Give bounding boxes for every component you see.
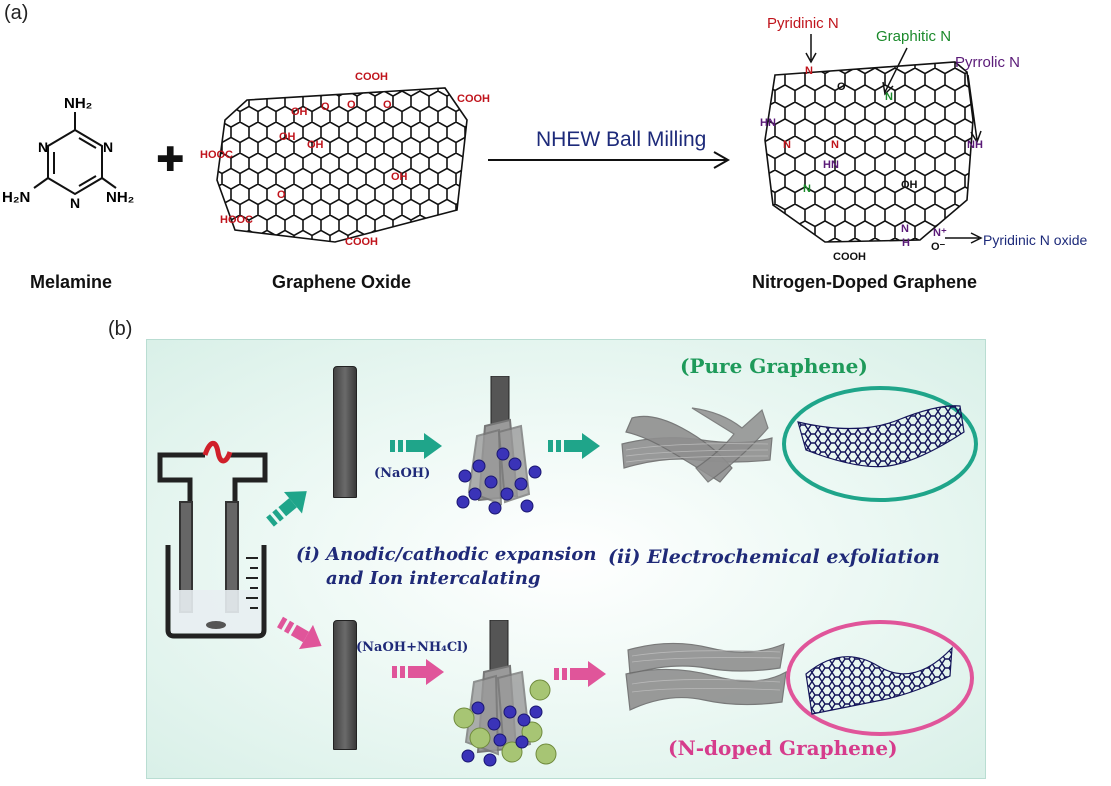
go-oh: OH [291,106,308,118]
go-cooh-right: COOH [457,93,490,105]
ndg-nh: NH [967,139,983,151]
expanded-rod-naoh [456,376,542,515]
ndg-hn: HN [823,159,839,171]
ndg-oh: OH [901,179,918,191]
ndg-n-red: N [831,139,839,151]
go-hooc-left: HOOC [200,149,233,161]
naoh-nh4cl-label: (NaOH+NH₄Cl) [356,640,469,655]
ndg-n-green: N [885,91,893,103]
go-cooh-top: COOH [355,71,388,83]
graphene-oxide-structure: COOH COOH HOOC HOOC COOH OH OH OH OH O O… [200,71,490,248]
go-hooc-bottom: HOOC [220,214,253,226]
pyridinic-n-oxide-label: Pyridinic N oxide [983,232,1087,248]
ndg-cooh: COOH [833,251,866,263]
graphene-sheets-ndoped [625,642,787,711]
go-o: O [321,101,330,113]
melamine-n: N [103,139,113,155]
pyrrolic-n-label: Pyrrolic N [955,54,1020,71]
ndg-n-red: N [805,65,813,77]
ndg-h: H [902,237,910,249]
n-doped-graphene-structure: Pyridinic N Graphitic N Pyrrolic N Pyrid… [760,15,1087,263]
go-o: O [383,99,392,111]
n-doped-graphene-caption: Nitrogen-Doped Graphene [752,272,978,292]
melamine-caption: Melamine [30,272,113,292]
ndg-hn: HN [760,117,776,129]
go-oh: OH [391,171,408,183]
n-doped-graphene-title: (N-doped Graphene) [668,736,898,760]
panel-b-label: (b) [108,318,133,340]
go-oh: OH [307,139,324,151]
step-i-line1: (i) Anodic/cathodic expansion [296,544,597,565]
graphitic-n-label: Graphitic N [876,28,951,45]
melamine-structure: NH₂ H₂N NH₂ N N N [2,95,134,211]
graphene-sheets-pure [621,407,773,483]
melamine-nh2-top: NH₂ [64,95,92,112]
go-o: O [277,189,286,201]
ndg-n-plus: N⁺ [933,227,947,239]
ndg-n: N [901,223,909,235]
reaction-arrow [488,151,731,169]
ndg-o: O [837,81,846,93]
naoh-label: (NaOH) [374,466,431,481]
melamine-n: N [70,195,80,211]
graphite-rod-bottom [333,620,357,750]
graphene-oxide-caption: Graphene Oxide [272,272,412,292]
go-oh: OH [279,131,296,143]
melamine-nh2-right: NH₂ [106,189,134,206]
reaction-arrow-label: NHEW Ball Milling [536,128,707,151]
go-o: O [347,99,356,111]
step-i-line2: and Ion intercalating [326,568,541,589]
melamine-n: N [38,139,48,155]
plus-icon: ✚ [156,141,185,179]
step-ii-label: (ii) Electrochemical exfoliation [608,546,940,568]
panel-a-label: (a) [4,2,29,24]
expanded-rod-naoh-nh4cl [453,620,557,767]
pure-graphene-title: (Pure Graphene) [680,354,868,378]
melamine-h2n-left: H₂N [2,189,30,206]
n-doped-graphene-lattice [786,620,974,736]
dashed-arrows [266,433,606,687]
pyridinic-n-label: Pyridinic N [767,15,839,32]
electrochemical-cell [157,440,268,639]
pure-graphene-lattice [782,386,978,502]
ndg-o-minus: O⁻ [931,241,946,253]
graphite-rod-top [333,366,357,498]
go-cooh-bottom: COOH [345,236,378,248]
ndg-n-red: N [783,139,791,151]
ndg-n-green: N [803,183,811,195]
